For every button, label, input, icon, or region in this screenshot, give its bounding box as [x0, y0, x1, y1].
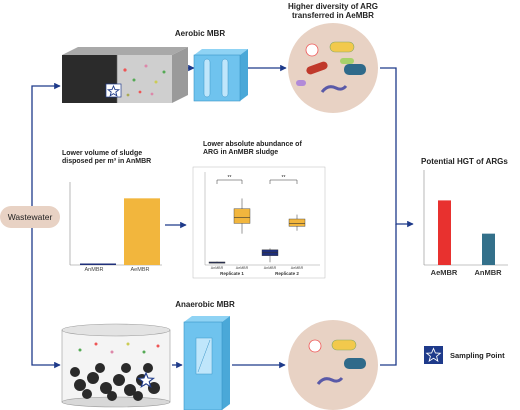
abundance-finding: Lower absolute abundance of ARG in AnMBR…: [203, 141, 302, 156]
aerobic-tank-bubbles: [123, 64, 166, 97]
abundance-boxplot: ** **: [192, 166, 326, 279]
aerobic-tank: [62, 47, 188, 103]
hgt-tick-anmbr: AnMBR: [474, 268, 502, 277]
sludge-bar-aembr: [124, 198, 160, 265]
sludge-bar-anmbr: [80, 263, 116, 265]
arrow-wastewater-to-anaerobic: [31, 228, 61, 369]
hgt-tick-aembr: AeMBR: [430, 268, 458, 277]
sludge-volume-finding: Lower volume of sludge disposed per m³ i…: [62, 150, 152, 165]
box-group-replicate-2: Replicate 2: [275, 271, 299, 276]
box-2: [233, 208, 251, 224]
arrow-wastewater-to-aerobic: [31, 82, 61, 206]
aerobic-mbr-title: Aerobic MBR: [174, 29, 226, 38]
significance-label-2: **: [282, 175, 286, 181]
sludge-tick-aembr: AeMBR: [130, 267, 150, 273]
box-tick-3: AnMBR: [263, 266, 277, 270]
box-tick-4: AeMBR: [290, 266, 304, 270]
flow-arrows: [31, 64, 414, 369]
box-tick-2: AeMBR: [235, 266, 249, 270]
sludge-tick-anmbr: AnMBR: [84, 267, 104, 273]
anaerobic-sludge-granules: [70, 363, 160, 401]
significance-bracket-2: [269, 179, 298, 184]
aerobic-membrane-module: [193, 49, 248, 102]
anaerobic-tank: [61, 323, 171, 408]
significance-bracket-1: [216, 179, 243, 184]
anaerobic-microbe-community: [288, 320, 378, 410]
anaerobic-mbr-title: Anaerobic MBR: [175, 300, 235, 309]
hgt-chart: [423, 170, 508, 266]
connector-aerobic-microbes-to-hgt: [380, 67, 414, 228]
box-4: [288, 218, 306, 227]
hgt-bar-aembr: [438, 200, 451, 265]
anaerobic-tank-bubbles: [78, 342, 160, 354]
diversity-finding: Higher diversity of ARG transferred in A…: [288, 2, 378, 20]
legend-sampling-point-label: Sampling Point: [450, 351, 505, 360]
box-tick-1: AnMBR: [210, 266, 224, 270]
anaerobic-membrane-module: [183, 316, 230, 410]
hgt-finding: Potential HGT of ARGs: [421, 157, 508, 166]
sampling-point-star-anaerobic: [136, 371, 156, 389]
aerobic-microbe-community: [288, 23, 378, 113]
connector-anaerobic-microbes-to-hgt: [380, 224, 397, 366]
sludge-chart: [69, 182, 162, 266]
box-group-replicate-1: Replicate 1: [220, 271, 244, 276]
significance-label-1: **: [228, 175, 232, 181]
sampling-point-star-aerobic: [105, 83, 122, 98]
wastewater-label: Wastewater: [0, 206, 60, 228]
hgt-bar-anmbr: [482, 233, 495, 265]
legend-sampling-point-icon: [424, 346, 443, 364]
